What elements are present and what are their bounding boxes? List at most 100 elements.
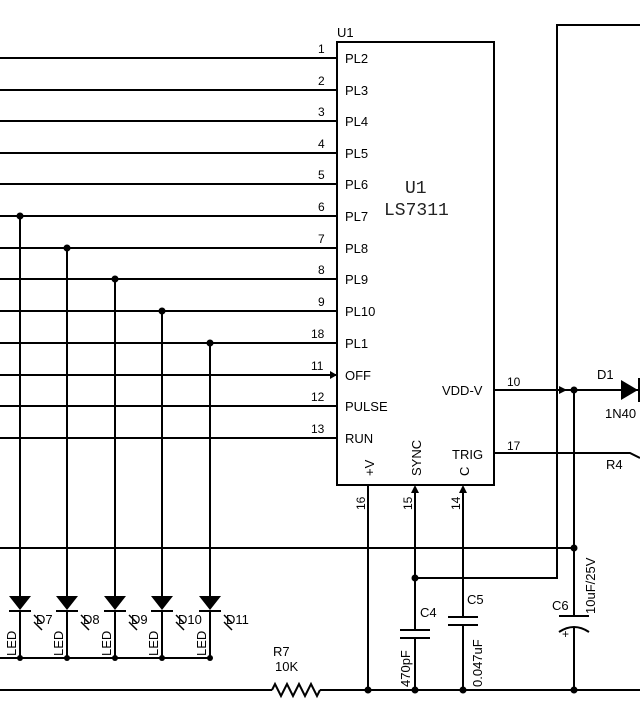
- led-emission-arrow: [33, 621, 43, 631]
- junction-dot: [63, 244, 71, 252]
- junction-dot: [159, 655, 165, 661]
- pin-6-name: PL7: [345, 209, 368, 224]
- pin-17-wire: [494, 452, 640, 459]
- pin-5-name: PL6: [345, 177, 368, 192]
- led-emission-arrow: [33, 614, 43, 624]
- pin-15-name: SYNC: [409, 440, 424, 476]
- pin-1-number: 1: [318, 42, 325, 56]
- junction-dot: [111, 275, 119, 283]
- r7-resistor-icon: [271, 681, 321, 699]
- pin-11-name: OFF: [345, 368, 371, 383]
- led-emission-arrow: [128, 614, 138, 624]
- pin-9-number: 9: [318, 295, 325, 309]
- c5-ref: C5: [467, 592, 484, 607]
- pin-2-name: PL3: [345, 83, 368, 98]
- led-ref: D7: [36, 612, 53, 627]
- pin-6-number: 6: [318, 200, 325, 214]
- d1-ref: D1: [597, 367, 614, 382]
- led-emission-arrow: [223, 621, 233, 631]
- c5-value: 0.047uF: [470, 639, 485, 687]
- pin-12-name: PULSE: [345, 399, 388, 414]
- ic-left-pins: PL21PL32PL43PL54PL65PL76PL87PL98PL109PL1…: [0, 42, 388, 446]
- pin-10-name: VDD-V: [442, 383, 483, 398]
- led-icon: [151, 596, 173, 610]
- pin-8-number: 8: [318, 263, 325, 277]
- junction-dot: [206, 339, 214, 347]
- r7-ref: R7: [273, 644, 290, 659]
- led-emission-arrow: [80, 614, 90, 624]
- junction-dot: [64, 655, 70, 661]
- pin-14-number: 14: [449, 496, 463, 510]
- d1-value: 1N40: [605, 406, 636, 421]
- junction-dot: [158, 307, 166, 315]
- led-emission-arrow: [175, 621, 185, 631]
- pin-12-number: 12: [311, 390, 325, 404]
- pin-13-number: 13: [311, 422, 325, 436]
- junction-dot: [411, 574, 419, 582]
- pin-3-name: PL4: [345, 114, 368, 129]
- pin-2-number: 2: [318, 74, 325, 88]
- led-emission-arrow: [128, 621, 138, 631]
- pin-15-number: 15: [401, 496, 415, 510]
- led-icon: [9, 596, 31, 610]
- r4-ref: R4: [606, 457, 623, 472]
- right-rail-wire: [415, 24, 640, 579]
- led-icon: [199, 596, 221, 610]
- pin-17-name: TRIG: [452, 447, 483, 462]
- pin-5-number: 5: [318, 168, 325, 182]
- junction-dot: [570, 386, 578, 394]
- junction-dot: [411, 686, 419, 694]
- led-type: LED: [146, 631, 161, 656]
- pin-18-name: PL1: [345, 336, 368, 351]
- c6-value: 10uF/25V: [583, 557, 598, 614]
- led-emission-arrow: [175, 614, 185, 624]
- junction-dot: [364, 686, 372, 694]
- ic-ref-center: U1: [405, 179, 427, 199]
- led-type: LED: [99, 631, 114, 656]
- pin-7-number: 7: [318, 232, 325, 246]
- pin-1-name: PL2: [345, 51, 368, 66]
- led-ref: D8: [83, 612, 100, 627]
- c6-ref: C6: [552, 598, 569, 613]
- junction-dot: [16, 212, 24, 220]
- pin-16-name: +V: [362, 459, 377, 476]
- ic-ref-top: U1: [337, 25, 354, 40]
- led-type: LED: [194, 631, 209, 656]
- pin-17-number: 17: [507, 439, 521, 453]
- pin-13-name: RUN: [345, 431, 373, 446]
- junction-dot: [112, 655, 118, 661]
- led-type: LED: [4, 631, 19, 656]
- led-ref: D10: [178, 612, 202, 627]
- led-emission-arrow: [223, 614, 233, 624]
- c4-ref: C4: [420, 605, 437, 620]
- led-ref: D11: [226, 612, 249, 627]
- led-ref: D9: [131, 612, 148, 627]
- pin-15-arrow: [411, 485, 419, 493]
- led-type: LED: [51, 631, 66, 656]
- pin-9-name: PL10: [345, 304, 375, 319]
- junction-dot: [17, 655, 23, 661]
- r7-value: 10K: [275, 659, 298, 674]
- led-icon: [56, 596, 78, 610]
- pin-8-name: PL9: [345, 272, 368, 287]
- pin-11-arrow: [330, 371, 337, 379]
- junction-dot: [207, 655, 213, 661]
- junction-dot: [570, 544, 578, 552]
- d1-diode-icon: [621, 380, 638, 400]
- pin-7-name: PL8: [345, 241, 368, 256]
- pin-14-name: C: [457, 467, 472, 476]
- pin-4-name: PL5: [345, 146, 368, 161]
- junction-dots: [16, 212, 578, 694]
- led-icon: [104, 596, 126, 610]
- junction-dot: [570, 686, 578, 694]
- pin-16-number: 16: [354, 496, 368, 510]
- led-emission-arrow: [80, 621, 90, 631]
- ic-part-number: LS7311: [384, 201, 449, 221]
- c4-value: 470pF: [398, 650, 413, 687]
- pin-4-number: 4: [318, 137, 325, 151]
